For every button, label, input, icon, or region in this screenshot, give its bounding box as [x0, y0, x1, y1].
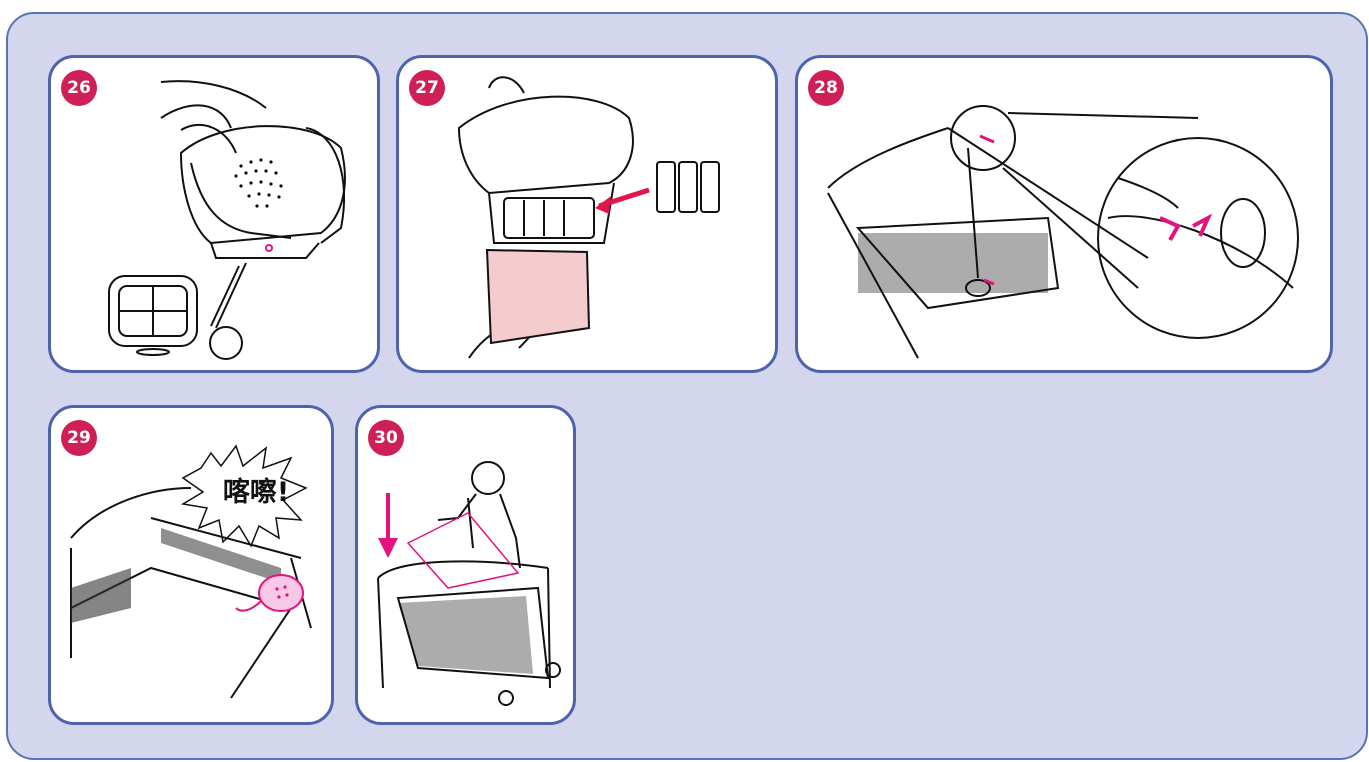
- step-number-badge: 26: [61, 70, 97, 106]
- step-28-panel: 28: [795, 55, 1333, 373]
- battery-install-illustration: [399, 58, 775, 370]
- click-into-place-illustration: [51, 408, 331, 722]
- step-number-badge: 30: [368, 420, 404, 456]
- click-callout-text: 喀嚓!: [201, 470, 311, 509]
- attach-unit-illustration: [798, 58, 1330, 370]
- step-number-badge: 29: [61, 420, 97, 456]
- step-29-panel: 29 喀嚓!: [48, 405, 334, 725]
- step-number-badge: 27: [409, 70, 445, 106]
- step-27-panel: 27: [396, 55, 778, 373]
- step-number-badge: 28: [808, 70, 844, 106]
- step-30-panel: 30: [355, 405, 576, 725]
- soother-unit-illustration: [51, 58, 377, 370]
- step-26-panel: 26: [48, 55, 380, 373]
